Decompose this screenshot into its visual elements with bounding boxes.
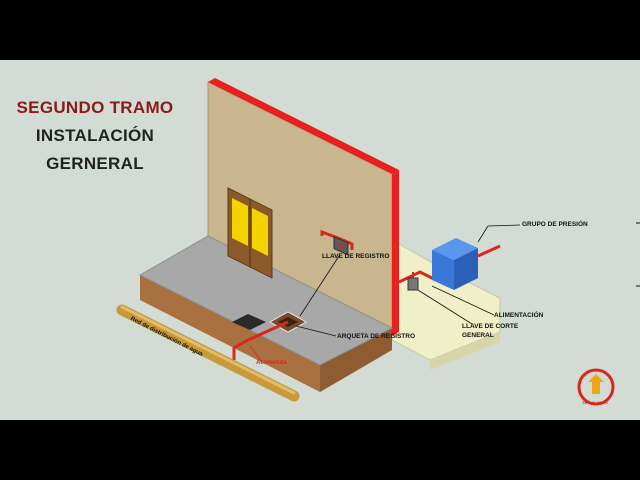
label-llave-corte-2: GENERAL xyxy=(462,332,494,339)
logo-text: TECH LANDS xyxy=(582,400,608,405)
label-arqueta-registro: ARQUETA DE REGISTRO xyxy=(337,333,416,340)
earth-base-left xyxy=(140,275,320,392)
earth-base-right xyxy=(320,328,392,392)
logo-ring xyxy=(577,368,615,406)
llave-corte-valve xyxy=(407,277,419,291)
wall-red-top xyxy=(208,78,399,174)
letterbox-top xyxy=(0,0,640,60)
alimentacion-pipe xyxy=(398,270,437,284)
door-glass-right xyxy=(252,208,268,256)
title-line-3: GERNERAL xyxy=(46,154,144,173)
pump-top xyxy=(432,238,478,260)
label-llave-corte-1: LLAVE DE CORTE xyxy=(462,323,519,330)
distribution-main-pipe xyxy=(116,304,300,402)
pump-side xyxy=(454,248,478,290)
title-line-1: SEGUNDO TRAMO xyxy=(16,98,174,117)
label-acometida: Acometida xyxy=(256,360,287,366)
diagram-canvas: SEGUNDO TRAMO INSTALACIÓN GERNERAL GRUPO… xyxy=(0,60,640,420)
pump-front xyxy=(432,250,454,290)
acometida-pipe xyxy=(232,320,289,360)
letterbox-bottom xyxy=(0,420,640,480)
label-grupo-presion: GRUPO DE PRESIÓN xyxy=(522,221,588,228)
label-alimentacion: ALIMENTACIÓN xyxy=(494,312,544,319)
door-glass-left xyxy=(232,198,248,246)
installation-illustration xyxy=(116,78,640,406)
logo-mark xyxy=(588,374,604,394)
title-line-2: INSTALACIÓN xyxy=(35,126,155,145)
label-llave-registro: LLAVE DE REGISTRO xyxy=(322,253,390,260)
manhole-cover xyxy=(232,314,266,330)
wall-red-side xyxy=(392,170,399,336)
right-floor-edge xyxy=(430,332,500,370)
pump-outlet-pipe xyxy=(477,244,501,258)
